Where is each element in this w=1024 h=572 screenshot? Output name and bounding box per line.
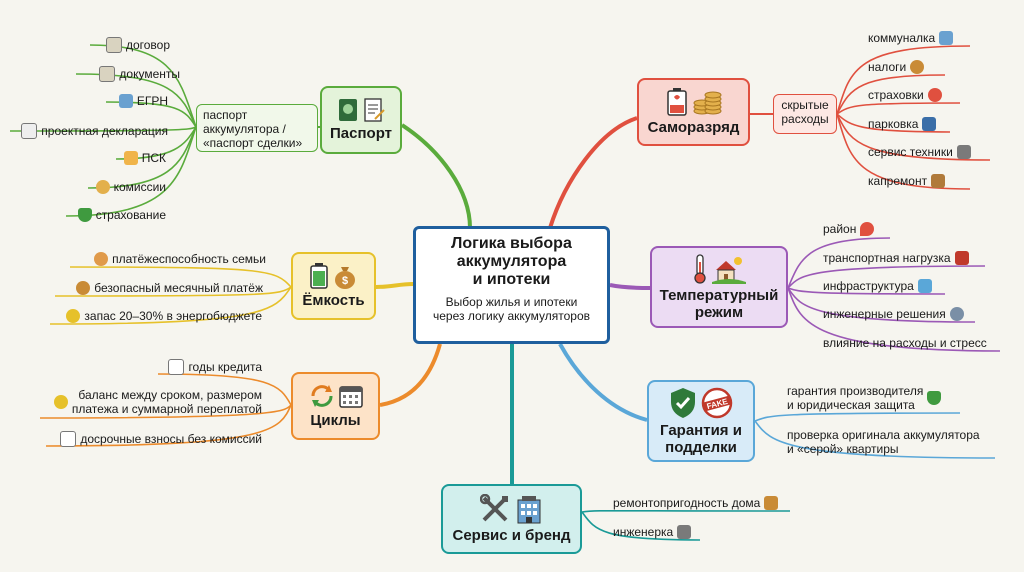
leaf-temperature-4: инженерные решения [823,307,983,321]
documents-icon [99,66,116,82]
branch-cycles[interactable]: Циклы [291,372,380,440]
rate-chart-icon [123,151,138,165]
shield-icon [77,208,92,222]
branch-cycles-label: Циклы [310,412,361,429]
branch-service[interactable]: Сервис и бренд [441,484,582,554]
passport-subnode[interactable]: паспорт аккумулятора / «паспорт сделки» [196,104,318,152]
leaf-capacity-3: запас 20–30% в энергобюджете [50,309,262,323]
coins-icon [66,309,81,323]
leaf-selfdischarge-3: страховки [868,88,978,102]
tax-bag-icon [910,60,925,74]
cycle-arrows-icon [311,385,332,407]
branch-temperature-label: Температурный режим [659,286,779,321]
leaf-passport-4: проектная декларация [10,123,168,139]
thermometer-icon [694,253,706,284]
leaf-warranty-2: проверка оригинала аккумулятора и «серой… [787,428,980,456]
passport-book-icon [339,99,357,121]
leaf-selfdischarge-2: налоги [868,60,968,74]
central-topic[interactable]: Логика выбора аккумулятора и ипотеки Выб… [413,226,610,344]
battery-icon [309,263,328,289]
wire-selfdischarge-trunk [548,116,638,229]
leaf-selfdischarge-5: сервис техники [868,145,998,159]
tools-icon [479,494,508,522]
leaf-selfdischarge-6: капремонт [868,174,978,188]
project-doc-icon [21,123,38,139]
leaf-temperature-2: транспортная нагрузка [823,251,993,265]
leaf-cycles-2: баланс между сроком, размером платежа и … [40,388,262,416]
selfdischarge-subnode[interactable]: скрытые расходы [773,94,837,134]
leaf-passport-6: комиссии [88,180,166,194]
branch-service-label: Сервис и бренд [452,527,571,544]
wrench-icon [956,145,971,159]
leaf-passport-2: документы [76,66,180,82]
house-repair-icon [764,496,779,510]
leaf-temperature-1: район [823,222,903,236]
leaf-temperature-5: влияние на расходы и стресс [823,336,987,350]
leaf-capacity-1: платёжеспособность семьи [70,252,266,266]
branch-selfdischarge[interactable]: Саморазряд [637,78,750,146]
registry-icon [118,94,133,108]
wire-cycles-trunk [379,343,442,407]
leaf-selfdischarge-1: коммуналка [868,31,988,45]
coin-stack-icon [693,91,721,115]
leaf-temperature-3: инфраструктура [823,279,953,293]
document-icon [105,37,122,53]
branch-temperature[interactable]: Температурный режим [650,246,788,328]
leaf-warranty-1: гарантия производителя и юридическая защ… [787,384,967,412]
wire-capacity-trunk [375,282,414,289]
shield-small-icon [927,391,942,405]
svg-text:$: $ [341,275,347,287]
branch-capacity[interactable]: $ Ёмкость [291,252,376,320]
leaf-service-2: инженерка [613,525,713,539]
money-bag-icon: $ [334,267,355,289]
central-topic-title: Логика выбора аккумулятора и ипотеки [451,235,572,288]
repair-trowel-icon [931,174,946,188]
wire-warranty-trunk [558,343,648,422]
engineering-icon [677,525,692,539]
wire-passport-trunk [400,123,472,229]
leaf-cycles-3: досрочные взносы без комиссий [46,431,262,447]
leaf-cycles-1: годы кредита [158,359,262,375]
central-topic-subtitle: Выбор жилья и ипотеки через логику аккум… [432,295,590,323]
building-icon [517,496,540,524]
fake-stamp-icon: FAKE [701,387,733,418]
gear-icon [949,307,964,321]
branch-capacity-label: Ёмкость [302,292,365,309]
car-icon [922,117,937,131]
insurance-heart-icon [927,88,942,102]
infrastructure-icon [917,279,932,293]
leaf-service-1: ремонтопригодность дома [613,496,793,510]
calendar-check-icon [60,431,77,447]
branch-selfdischarge-label: Саморазряд [647,119,740,136]
branch-warranty[interactable]: FAKE Гарантия и подделки [647,380,755,462]
coin-hand-icon [95,180,110,194]
location-pin-icon [860,222,875,236]
leaf-selfdischarge-4: парковка [868,117,968,131]
shield-check-icon [671,387,695,418]
family-icon [94,252,109,266]
leaf-passport-3: ЕГРН [106,94,168,108]
branch-warranty-label: Гарантия и подделки [660,421,742,456]
utilities-icon [939,31,954,45]
calendar-icon [338,386,363,408]
house-sun-icon [712,256,746,284]
leaf-passport-1: договор [90,37,170,53]
traffic-icon [954,251,969,265]
calendar-27-icon [168,359,185,375]
battery-drain-icon [666,88,687,116]
branch-passport[interactable]: Паспорт [320,86,402,154]
leaf-passport-5: ПСК [116,151,166,165]
wire-temperature-trunk [609,283,651,290]
document-sign-icon [364,98,385,122]
leaf-capacity-2: безопасный месячный платёж [55,281,263,295]
leaf-passport-7: страхование [66,208,166,222]
wallet-icon [76,281,91,295]
branch-passport-label: Паспорт [330,125,392,142]
balance-coins-icon [53,395,68,409]
